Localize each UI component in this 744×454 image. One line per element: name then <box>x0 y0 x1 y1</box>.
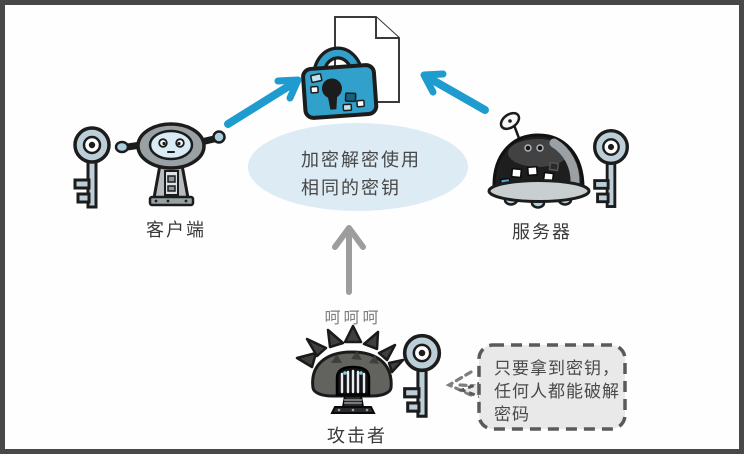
bubble-line1: 只要拿到密钥， <box>494 359 620 378</box>
server-robot-icon <box>487 111 591 209</box>
speech-bubble <box>457 343 627 431</box>
server-label: 服务器 <box>512 222 572 242</box>
laugh-text: 呵呵呵 <box>324 310 382 327</box>
server-key-icon <box>592 128 630 209</box>
attacker-label: 攻击者 <box>327 426 387 446</box>
illustration-layer <box>73 16 630 431</box>
taunt-up-arrow-icon <box>332 225 366 295</box>
encrypt-arrow-left-icon <box>224 76 302 128</box>
bubble-line3: 密码 <box>494 405 530 424</box>
client-robot-icon <box>114 122 226 207</box>
attacker-key-icon <box>402 333 442 419</box>
center-note: 加密解密使用 相同的密钥 <box>301 146 421 202</box>
center-note-line1: 加密解密使用 <box>301 150 421 170</box>
bubble-line2: 任何人都能破解 <box>494 382 620 401</box>
note-ellipse <box>248 123 468 211</box>
center-note-line2: 相同的密钥 <box>301 178 401 198</box>
bubble-text: 只要拿到密钥， 任何人都能破解 密码 <box>494 357 620 426</box>
encrypt-arrow-right-icon <box>420 70 489 114</box>
client-label: 客户端 <box>146 220 206 240</box>
attacker-robot-icon <box>295 324 405 414</box>
client-key-icon <box>73 126 111 209</box>
lock-icon <box>301 46 379 120</box>
